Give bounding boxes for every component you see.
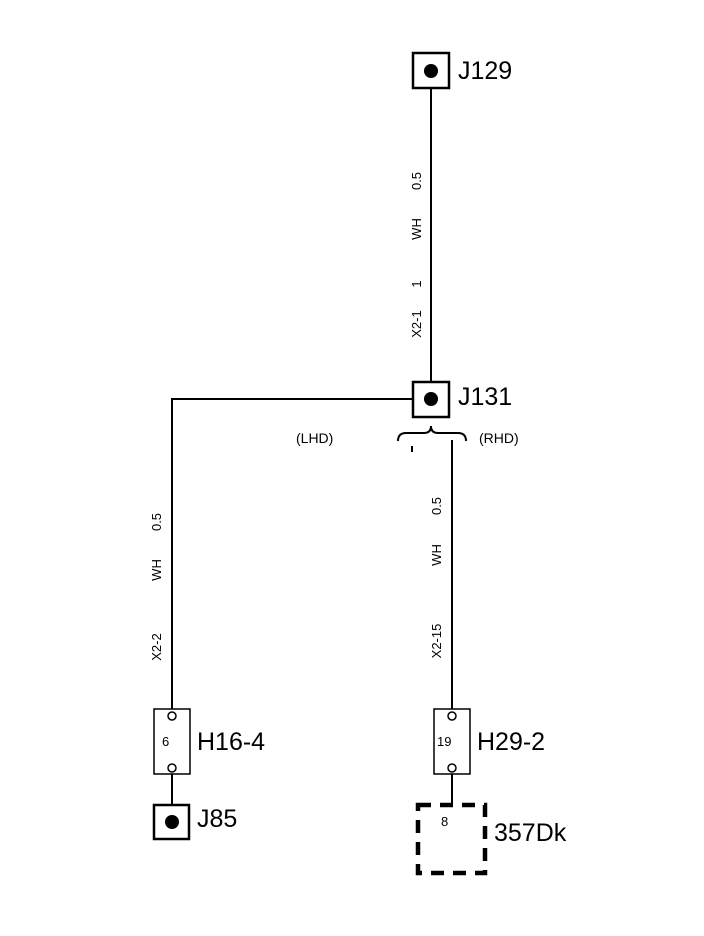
pin-terminal-top [167, 711, 177, 721]
variant-lhd-label: (LHD) [296, 430, 333, 446]
variant-rhd-label: (RHD) [479, 430, 519, 446]
wire-j131-h16 [171, 398, 414, 709]
splice-dot [165, 815, 179, 829]
splice-dot [424, 64, 438, 78]
pin-terminal-bottom [447, 763, 457, 773]
connector-h29-pin: 19 [437, 734, 451, 749]
component-357dk-pin: 8 [441, 814, 448, 829]
wire-left-size: 0.5 [149, 513, 164, 531]
pin-terminal-bottom [167, 763, 177, 773]
connector-j131 [411, 380, 451, 419]
wire-top-id: X2-1 [409, 310, 424, 337]
wire-left-color: WH [149, 559, 164, 581]
wire-top-pin: 1 [409, 280, 424, 287]
connector-j85-label: J85 [197, 805, 237, 833]
wire-top-color: WH [409, 218, 424, 240]
connector-j131-label: J131 [458, 383, 512, 411]
connector-j129 [411, 51, 451, 90]
connector-h16-label: H16-4 [197, 728, 265, 756]
pin-terminal-top [447, 711, 457, 721]
variant-brace [397, 425, 467, 442]
component-357dk [415, 802, 488, 876]
connector-j129-label: J129 [458, 57, 512, 85]
connector-h16-4 [153, 708, 191, 775]
splice-dot [424, 392, 438, 406]
wire-right-id: X2-15 [429, 624, 444, 659]
wire-right-size: 0.5 [429, 497, 444, 515]
component-357dk-label: 357Dk [494, 819, 567, 847]
wire-left-id: X2-2 [149, 633, 164, 660]
connector-j85 [152, 803, 191, 841]
connector-h29-label: H29-2 [477, 728, 545, 756]
wire-right-color: WH [429, 544, 444, 566]
connector-h29-2 [433, 708, 471, 775]
connector-h16-pin: 6 [162, 734, 169, 749]
wire-top-size: 0.5 [409, 172, 424, 190]
